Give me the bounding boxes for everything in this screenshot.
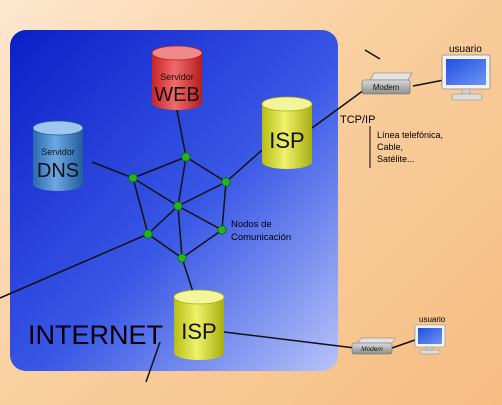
internet-label: INTERNET xyxy=(28,320,163,350)
node xyxy=(128,173,138,183)
user-top-label: usuario xyxy=(449,44,482,55)
connection-type-satellite: Satélite... xyxy=(377,154,415,164)
isp-top-cylinder: ISP xyxy=(261,96,313,169)
node xyxy=(143,229,153,239)
node xyxy=(221,177,231,187)
modem-bottom-label: Modem xyxy=(361,346,383,353)
isp-bottom-label: ISP xyxy=(181,319,216,344)
nodes-label-line2: Comunicación xyxy=(231,232,291,243)
internet-region xyxy=(10,30,338,371)
user-bottom-label: usuario xyxy=(419,315,446,324)
node xyxy=(173,201,183,211)
web-server-label: WEB xyxy=(154,84,200,106)
node xyxy=(217,225,227,235)
dns-server-cylinder: Servidor DNS xyxy=(32,120,84,191)
web-server-cylinder: Servidor WEB xyxy=(151,45,203,110)
connection-type-cable: Cable, xyxy=(377,142,403,152)
node xyxy=(181,152,191,162)
modem-top: Modem xyxy=(361,72,413,95)
connection-lines xyxy=(0,49,445,383)
dns-server-label: DNS xyxy=(37,160,79,182)
communication-nodes xyxy=(128,152,231,263)
web-server-label-small: Servidor xyxy=(160,72,194,82)
connection-type-phone: Línea telefónica, xyxy=(377,130,443,140)
protocol-label: TCP/IP xyxy=(340,114,375,126)
isp-bottom-cylinder: ISP xyxy=(173,289,225,360)
modem-bottom: Modem xyxy=(351,337,396,355)
nodes-label-line1: Nodos de xyxy=(231,219,272,230)
isp-top-label: ISP xyxy=(269,128,304,153)
dns-server-label-small: Servidor xyxy=(41,147,75,157)
computer-bottom-icon xyxy=(414,324,446,355)
computer-top-icon xyxy=(441,54,491,101)
node xyxy=(177,253,187,263)
modem-top-label: Modem xyxy=(373,83,400,92)
